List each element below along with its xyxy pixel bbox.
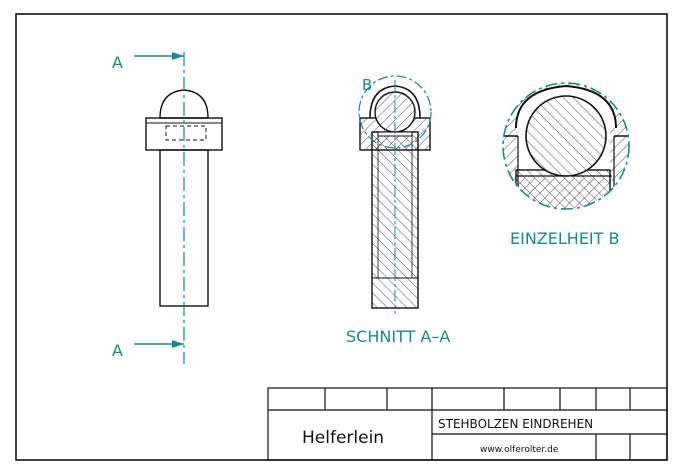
hidden-bore [165,125,207,141]
detail-circle-marker [358,75,432,149]
website: www.olferolter.de [480,445,559,455]
title-block [267,387,668,461]
drawing-title: STEHBOLZEN EINDREHEN [438,417,593,431]
company-name: Helferlein [302,428,384,448]
detail-view [502,82,630,210]
detail-circle [502,82,630,210]
section-view [358,75,432,314]
section-marker-bottom: A [112,341,123,360]
detail-view-label: EINZELHEIT B [510,229,619,248]
section-marker-top: A [112,53,123,72]
front-view [134,52,223,364]
detail-marker-label: B [362,76,372,94]
section-view-label: SCHNITT A–A [346,327,450,346]
